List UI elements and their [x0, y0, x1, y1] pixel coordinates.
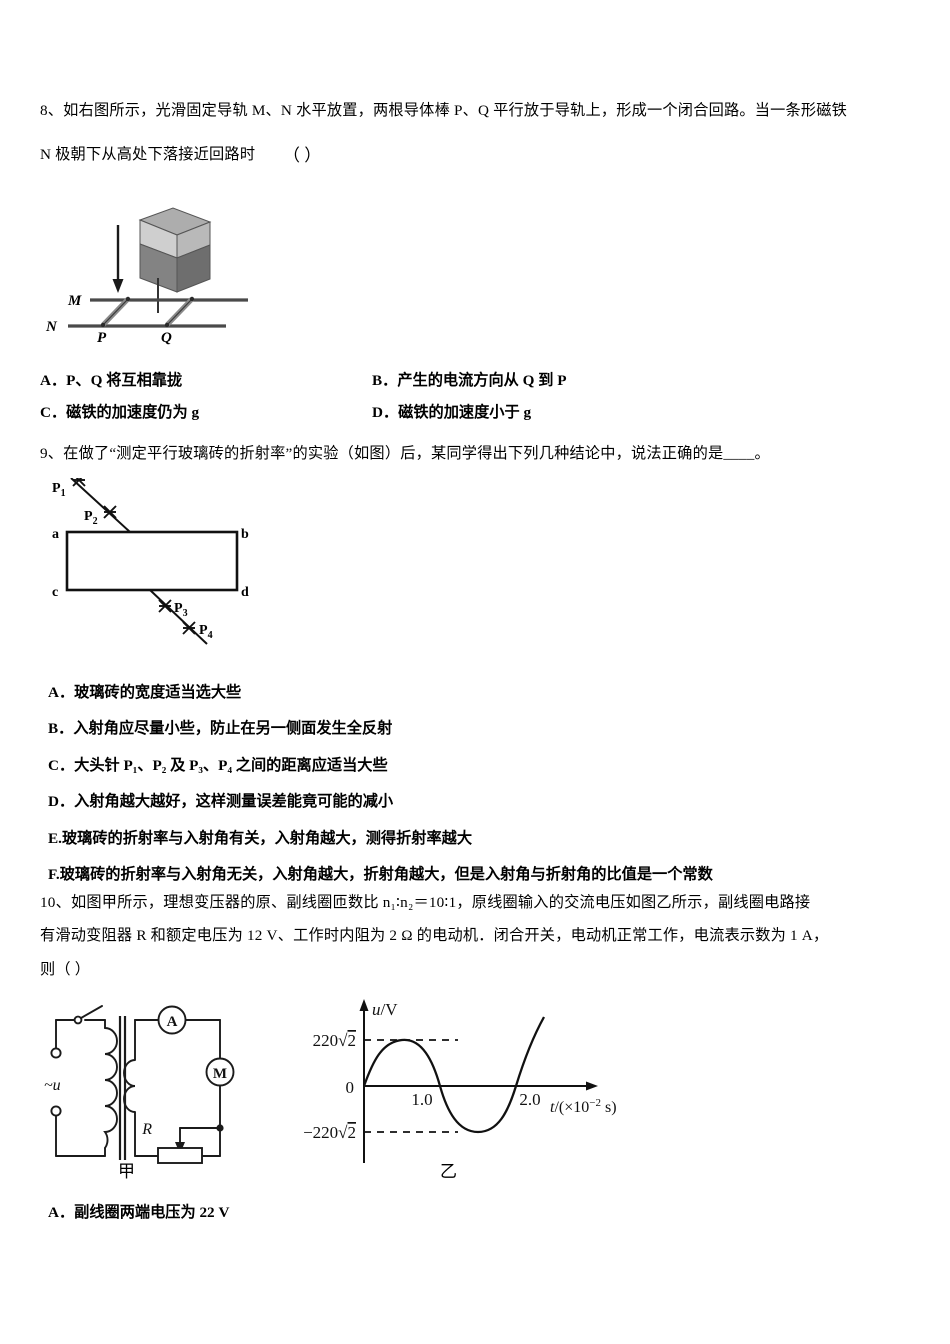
- question-9-option-e[interactable]: E.玻璃砖的折射率与入射角有关，入射角越大，测得折射率越大: [48, 830, 472, 847]
- incident-ray: [70, 477, 131, 533]
- sine-waveform-path: [362, 1016, 546, 1134]
- pin-P2-label: P2: [84, 509, 98, 527]
- circuit-junction-dot: [216, 1124, 224, 1132]
- ammeter-label: A: [167, 1014, 178, 1030]
- question-8-option-a[interactable]: A．P、Q 将互相靠拢: [40, 372, 183, 389]
- pin-P3-mark: [158, 599, 172, 613]
- switch-contact-left[interactable]: [73, 1015, 83, 1025]
- question-8-stem-line-1: 8、如右图所示，光滑固定导轨 M、N 水平放置，两根导体棒 P、Q 平行放于导轨…: [40, 102, 848, 119]
- corner-b-label: b: [241, 527, 249, 542]
- question-9-option-a[interactable]: A．玻璃砖的宽度适当选大些: [48, 684, 242, 701]
- magnet-rails-svg: M N P Q: [45, 207, 248, 346]
- corner-c-label: c: [52, 585, 58, 600]
- question-9-option-b[interactable]: B．入射角应尽量小些，防止在另一侧面发生全反射: [48, 720, 393, 737]
- question-10-stem-line-2: 有滑动变阻器 R 和额定电压为 12 V、工作时内阻为 2 Ω 的电动机．闭合开…: [40, 927, 829, 944]
- ammeter-symbol: [157, 1005, 187, 1035]
- question-8-stem-line-2: N 极朝下从高处下落接近回路时: [40, 146, 256, 163]
- question-10-stem-line-1: 10、如图甲所示，理想变压器的原、副线圈匝数比 n₁∶n₂＝10∶1，原线圈输入…: [40, 894, 811, 911]
- rheostat-label: R: [141, 1121, 152, 1138]
- secondary-circuit-wires: [134, 1019, 221, 1157]
- glass-slab-svg: P1 P2 P3 P4 a b c d: [52, 473, 249, 645]
- question-10-option-a[interactable]: A．副线圈两端电压为 22 V: [48, 1204, 230, 1221]
- question-10-graph-figure: u/V 0 220√2 −220√2 1.0 2.0 t/(×10−2 s): [272, 995, 662, 1195]
- y-axis-label: u/V: [372, 1000, 398, 1019]
- transformer-core: [118, 1016, 127, 1160]
- fall-direction-arrow: [112, 225, 124, 293]
- pin-P2-mark: [103, 505, 117, 519]
- rheostat-body: [157, 1147, 203, 1164]
- rail-M-label: M: [67, 293, 82, 309]
- question-8-answer-bracket[interactable]: （ ）: [283, 146, 322, 165]
- bar-Q-label: Q: [161, 330, 172, 345]
- question-10-circuit-figure: A M R ~u: [42, 998, 272, 1188]
- voltage-time-graph-svg: u/V 0 220√2 −220√2 1.0 2.0 t/(×10−2 s): [303, 999, 617, 1163]
- question-8-option-b[interactable]: B．产生的电流方向从 Q 到 P: [372, 372, 567, 389]
- pin-P4-mark: [182, 621, 196, 635]
- source-terminal-bottom: [50, 1105, 62, 1117]
- x-tick-1-label: 1.0: [411, 1090, 432, 1109]
- question-10-stem-line-3[interactable]: 则（ ）: [40, 961, 91, 978]
- question-8-option-c[interactable]: C．磁铁的加速度仍为 g: [40, 404, 200, 421]
- motor-symbol: [205, 1057, 235, 1087]
- figure-yi-caption: 乙: [440, 1162, 457, 1181]
- bar-P-label: P: [97, 330, 107, 345]
- conductor-bar-P: [100, 296, 131, 328]
- pin-P1-label: P1: [52, 481, 66, 499]
- secondary-coil: [123, 1059, 136, 1113]
- glass-slab-rect: [65, 530, 239, 592]
- y-tick-positive-label: 220√2: [313, 1031, 356, 1050]
- y-tick-negative-label: −220√2: [303, 1123, 356, 1142]
- corner-d-label: d: [241, 585, 249, 600]
- figure-jia-caption: 甲: [118, 1162, 135, 1181]
- question-8-figure: M N P Q: [40, 200, 260, 346]
- origin-label: 0: [346, 1078, 355, 1097]
- x-axis-arrow: [586, 1081, 598, 1091]
- question-9-figure: P1 P2 P3 P4 a b c d: [42, 473, 272, 650]
- conductor-bar-Q: [164, 296, 195, 328]
- pin-P3-label: P3: [174, 601, 188, 619]
- question-8-option-d[interactable]: D．磁铁的加速度小于 g: [372, 404, 532, 421]
- rail-N-label: N: [45, 319, 58, 335]
- source-terminal-top: [50, 1047, 62, 1059]
- motor-label: M: [213, 1066, 227, 1082]
- emergent-ray: [149, 589, 208, 645]
- question-9-stem: 9、在做了“测定平行玻璃砖的折射率”的实验（如图）后，某同学得出下列几种结论中，…: [40, 445, 770, 462]
- ac-source-label: ~u: [44, 1077, 61, 1094]
- transformer-circuit-svg: A M R ~u: [44, 1005, 235, 1164]
- x-tick-2-label: 2.0: [519, 1090, 540, 1109]
- question-9-option-f[interactable]: F.玻璃砖的折射率与入射角无关，入射角越大，折射角越大，但是入射角与折射角的比值…: [48, 866, 713, 883]
- corner-a-label: a: [52, 527, 59, 542]
- question-9-option-c[interactable]: C．大头针 P₁、P₂ 及 P₃、P₄ 之间的距离应适当大些: [48, 757, 388, 774]
- question-9-option-d[interactable]: D．入射角越大越好，这样测量误差能竟可能的减小: [48, 793, 394, 810]
- y-axis-arrow: [359, 999, 369, 1011]
- x-axis-label: t/(×10−2 s): [550, 1097, 617, 1116]
- magnet-side-lower: [176, 244, 211, 293]
